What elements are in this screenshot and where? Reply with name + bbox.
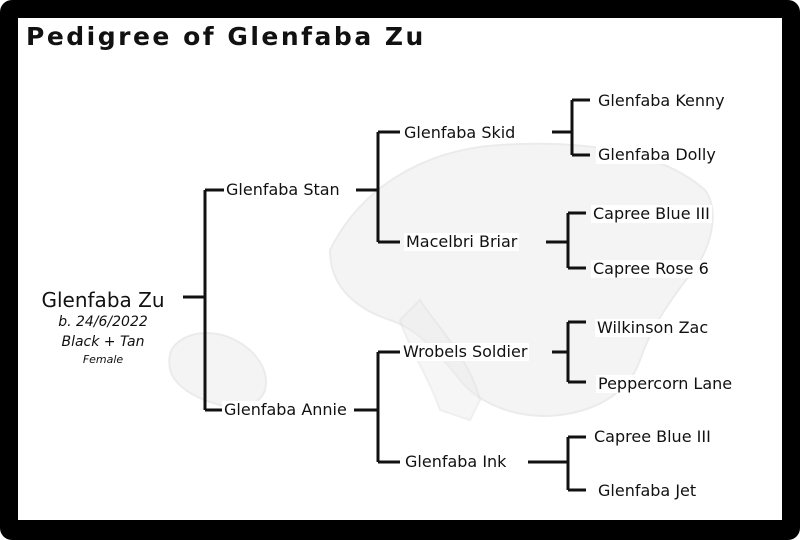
great-grandparent-1: Glenfaba Kenny: [596, 91, 727, 110]
great-grandparent-7: Capree Blue III: [592, 427, 713, 446]
dam-dam-name: Glenfaba Ink: [403, 452, 509, 471]
page-title: Pedigree of Glenfaba Zu: [26, 22, 426, 51]
dam-name: Glenfaba Annie: [222, 400, 349, 419]
great-grandparent-2: Glenfaba Dolly: [596, 145, 718, 164]
great-grandparent-4: Capree Rose 6: [591, 259, 711, 278]
subject-block: Glenfaba Zu b. 24/6/2022 Black + Tan Fem…: [28, 288, 178, 368]
dam-sire-name: Wrobels Soldier: [401, 342, 530, 361]
tree-lines: [183, 98, 590, 492]
sire-name: Glenfaba Stan: [224, 180, 342, 199]
subject-color: Black + Tan: [61, 334, 145, 350]
subject-name: Glenfaba Zu: [41, 288, 165, 312]
subject-sex: Female: [82, 353, 124, 366]
great-grandparent-8: Glenfaba Jet: [596, 481, 699, 500]
subject-birthdate: b. 24/6/2022: [58, 314, 148, 330]
great-grandparent-5: Wilkinson Zac: [595, 318, 711, 337]
great-grandparent-6: Peppercorn Lane: [596, 374, 735, 393]
sire-sire-name: Glenfaba Skid: [402, 123, 518, 142]
sire-dam-name: Macelbri Briar: [404, 232, 520, 251]
great-grandparent-3: Capree Blue III: [591, 204, 712, 223]
